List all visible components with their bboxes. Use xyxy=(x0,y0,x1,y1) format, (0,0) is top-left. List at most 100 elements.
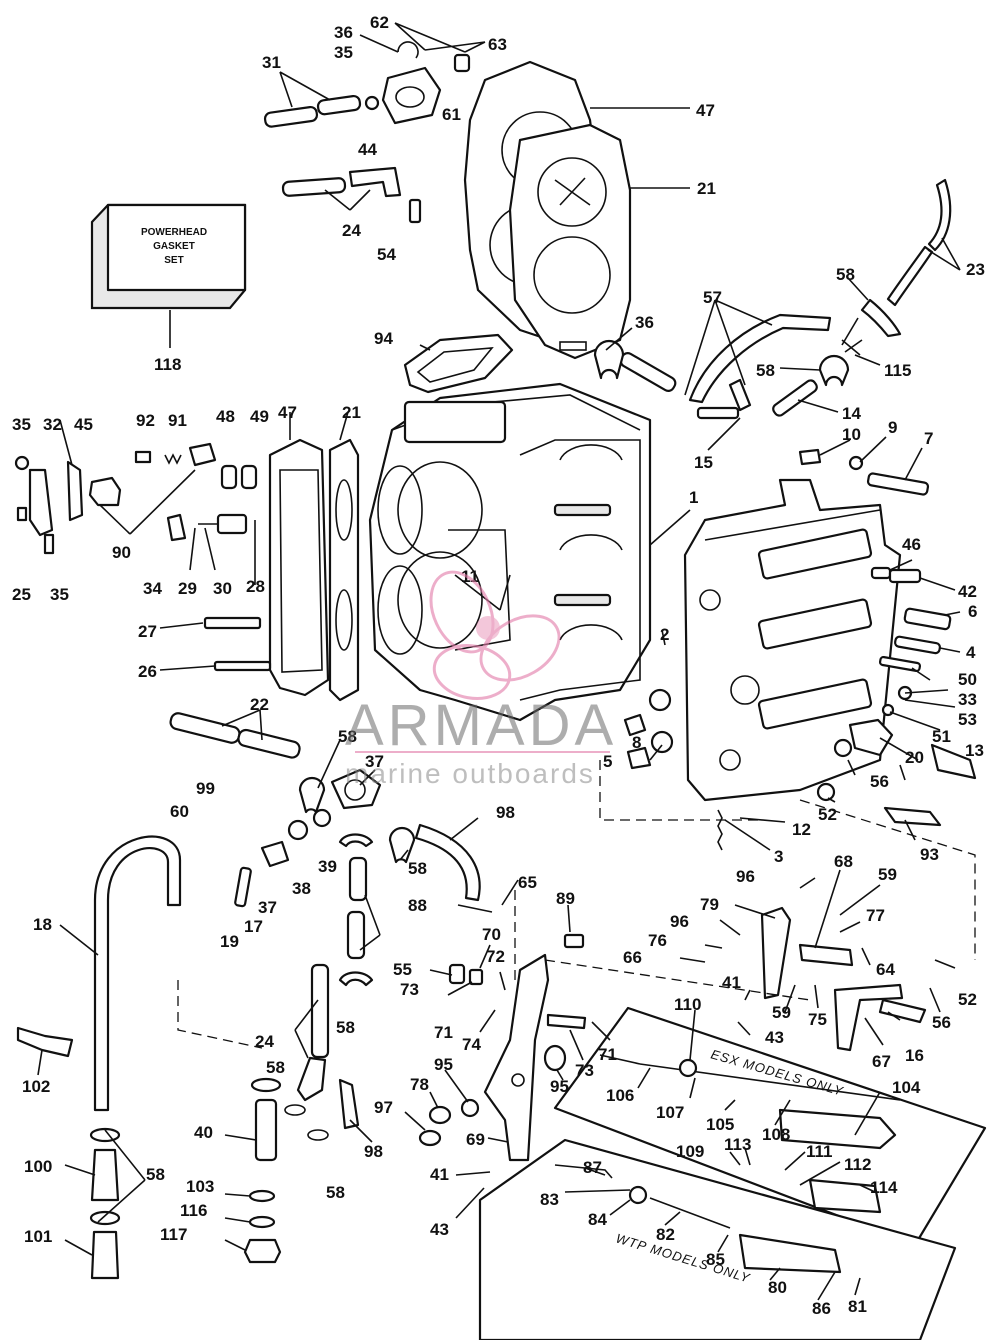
callout-89: 89 xyxy=(556,889,575,908)
gasket-set-label-3: SET xyxy=(164,255,183,266)
callout-15: 15 xyxy=(694,453,713,472)
callout-48: 48 xyxy=(216,407,235,426)
callout-104: 104 xyxy=(892,1078,921,1097)
callout-1: 1 xyxy=(689,488,698,507)
callout-56-right: 56 xyxy=(932,1013,951,1032)
callout-62: 62 xyxy=(370,13,389,32)
callout-23: 23 xyxy=(966,260,985,279)
callout-70: 70 xyxy=(482,925,501,944)
callout-97: 97 xyxy=(374,1098,393,1117)
callout-58-a: 58 xyxy=(836,265,855,284)
callout-8: 8 xyxy=(632,733,641,752)
callout-111: 111 xyxy=(806,1142,833,1161)
callout-68: 68 xyxy=(834,852,853,871)
callout-9: 9 xyxy=(888,418,897,437)
callout-54: 54 xyxy=(377,245,396,264)
part-number-callouts: 1 2 3 4 5 6 7 8 9 10 11 12 13 14 15 16 1… xyxy=(12,13,985,1318)
callout-21-left: 21 xyxy=(342,403,361,422)
callout-14: 14 xyxy=(842,404,861,423)
callout-61: 61 xyxy=(442,105,461,124)
callout-75: 75 xyxy=(808,1010,827,1029)
callout-12: 12 xyxy=(792,820,811,839)
callout-5: 5 xyxy=(603,752,612,771)
callout-41-upper: 41 xyxy=(722,973,741,992)
hoses-upper xyxy=(263,94,952,338)
callout-51: 51 xyxy=(932,727,951,746)
callout-99: 99 xyxy=(196,779,215,798)
callout-43-lower: 43 xyxy=(430,1220,449,1239)
cylinder-head-top xyxy=(463,60,632,360)
callout-103: 103 xyxy=(186,1177,214,1196)
callout-67: 67 xyxy=(872,1052,891,1071)
callout-28: 28 xyxy=(246,577,265,596)
callout-112: 112 xyxy=(844,1155,871,1174)
callout-76: 76 xyxy=(648,931,667,950)
callout-110: 110 xyxy=(674,995,701,1014)
throttle-linkage xyxy=(418,906,927,1162)
small-hardware-right xyxy=(623,448,977,851)
callout-47-left: 47 xyxy=(278,403,297,422)
callout-56-mid: 56 xyxy=(870,772,889,791)
callout-107: 107 xyxy=(656,1103,684,1122)
exhaust-cover-left xyxy=(268,438,360,702)
callout-91: 91 xyxy=(168,411,187,430)
callout-98-lower: 98 xyxy=(364,1142,383,1161)
bleed-hose-fittings xyxy=(593,313,863,420)
callout-52-mid: 52 xyxy=(818,805,837,824)
callout-59-upper: 59 xyxy=(878,865,897,884)
callout-24-bottom: 24 xyxy=(255,1032,274,1051)
callout-59-lower: 59 xyxy=(772,1003,791,1022)
callout-53: 53 xyxy=(958,710,977,729)
callout-66: 66 xyxy=(623,948,642,967)
callout-80: 80 xyxy=(768,1278,787,1297)
callout-118: 118 xyxy=(154,355,181,374)
gasket-set-label-2: GASKET xyxy=(153,241,195,252)
callout-7: 7 xyxy=(924,429,933,448)
callout-78: 78 xyxy=(410,1075,429,1094)
callout-83: 83 xyxy=(540,1190,559,1209)
callout-95-right: 95 xyxy=(550,1077,569,1096)
callout-113: 113 xyxy=(724,1135,751,1154)
callout-17: 17 xyxy=(244,917,263,936)
callout-116: 116 xyxy=(180,1201,207,1220)
callout-46: 46 xyxy=(902,535,921,554)
callout-13: 13 xyxy=(965,741,984,760)
callout-2: 2 xyxy=(660,625,669,644)
callout-109: 109 xyxy=(676,1142,704,1161)
callout-73-left: 73 xyxy=(400,980,419,999)
callout-115: 115 xyxy=(884,361,911,380)
callout-92: 92 xyxy=(136,411,155,430)
callout-32: 32 xyxy=(43,415,62,434)
callout-81: 81 xyxy=(848,1297,867,1316)
powerhead-gasket-set-box: POWERHEAD GASKET SET xyxy=(90,203,247,348)
callout-21-top: 21 xyxy=(697,179,716,198)
callout-39: 39 xyxy=(318,857,337,876)
callout-3: 3 xyxy=(774,847,783,866)
callout-101: 101 xyxy=(24,1227,52,1246)
callout-72: 72 xyxy=(486,947,505,966)
cover-gasket xyxy=(403,333,514,394)
vent-fitting xyxy=(243,1077,329,1264)
lower-hoses xyxy=(296,823,481,1130)
callout-57: 57 xyxy=(703,288,722,307)
callout-58-e: 58 xyxy=(336,1018,355,1037)
callout-19: 19 xyxy=(220,932,239,951)
callout-58-c: 58 xyxy=(338,727,357,746)
leader-lines xyxy=(37,22,961,1301)
callout-74: 74 xyxy=(462,1035,481,1054)
callout-47-top: 47 xyxy=(696,101,715,120)
callout-82: 82 xyxy=(656,1225,675,1244)
callout-71-right: 71 xyxy=(598,1045,617,1064)
callout-35-left: 35 xyxy=(12,415,31,434)
callout-33: 33 xyxy=(958,690,977,709)
callout-29: 29 xyxy=(178,579,197,598)
callout-96-upper: 96 xyxy=(736,867,755,886)
callout-49: 49 xyxy=(250,407,269,426)
callout-85: 85 xyxy=(706,1250,725,1269)
thermostat-group xyxy=(14,442,272,672)
callout-94: 94 xyxy=(374,329,393,348)
callout-98-upper: 98 xyxy=(496,803,515,822)
callout-36-mid: 36 xyxy=(635,313,654,332)
callout-77: 77 xyxy=(866,906,885,925)
